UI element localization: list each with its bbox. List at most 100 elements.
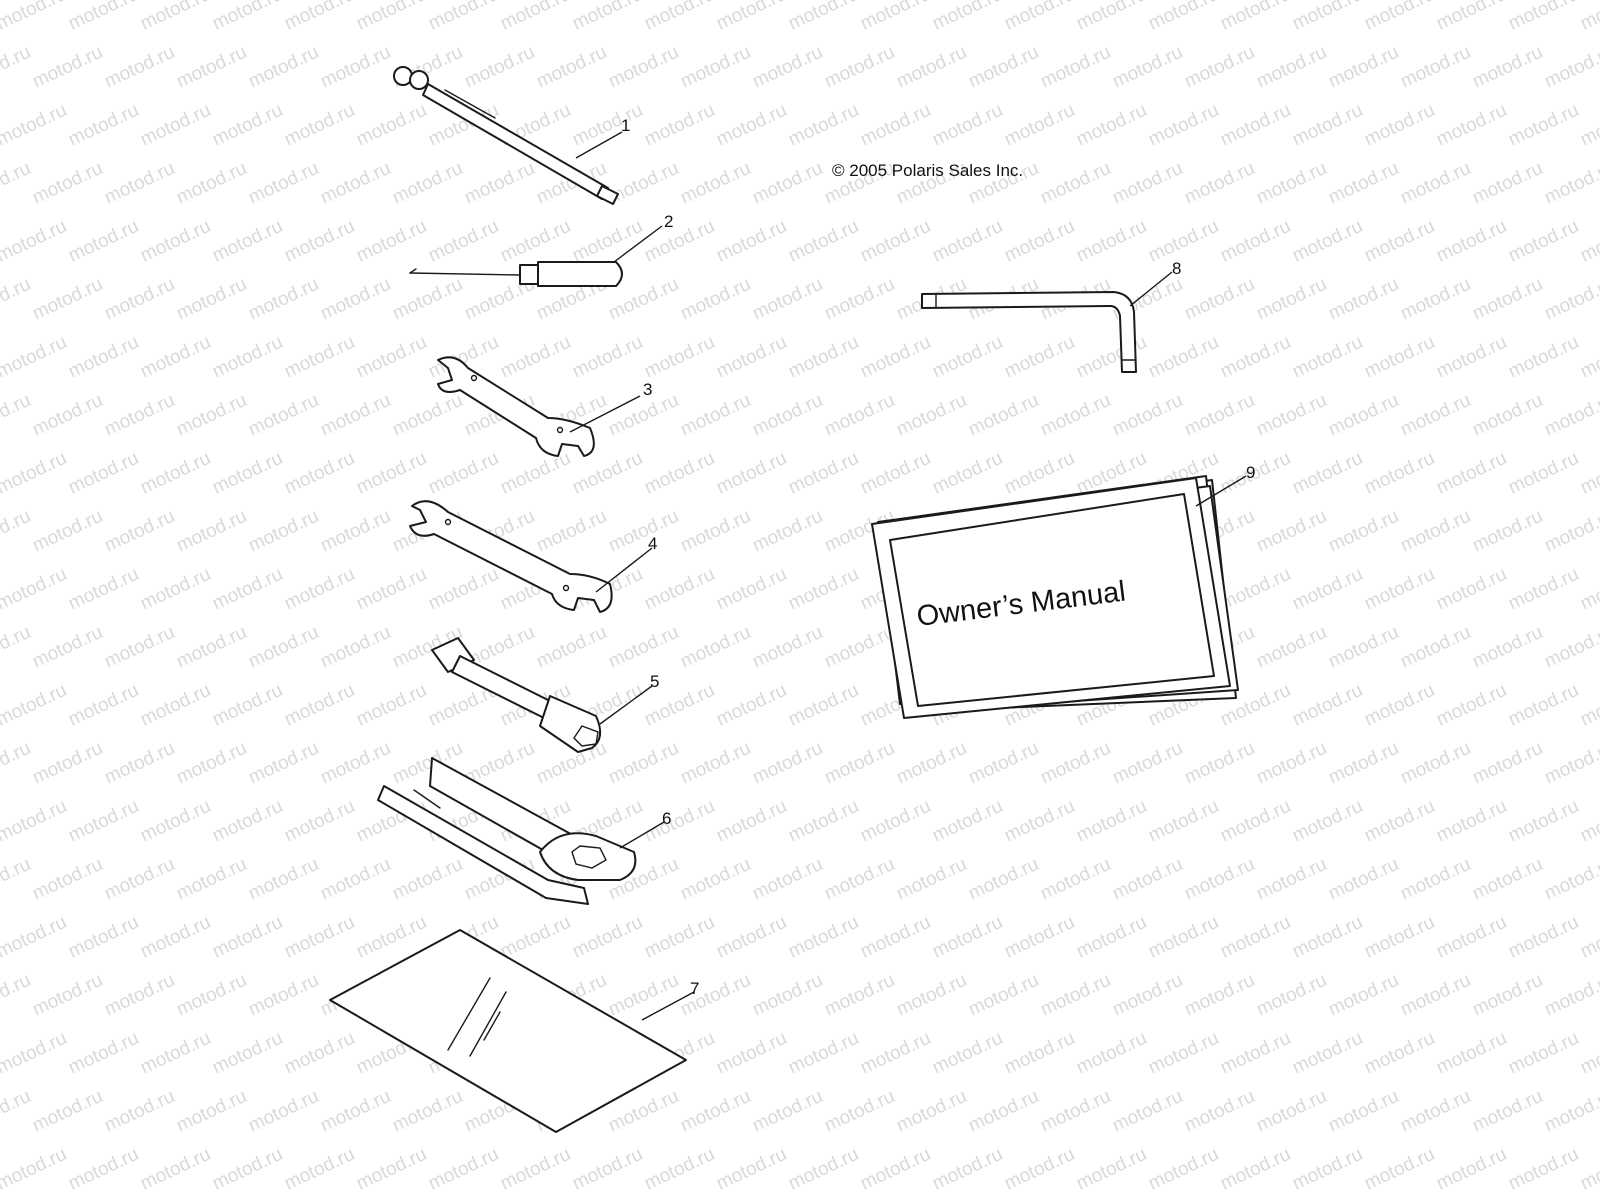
watermark-text: motod.ru	[713, 1028, 790, 1079]
watermark-text: motod.ru	[281, 680, 358, 731]
watermark-text: motod.ru	[1361, 0, 1438, 35]
watermark-text: motod.ru	[1073, 0, 1150, 35]
watermark-text: motod.ru	[749, 622, 826, 673]
watermark-text: motod.ru	[929, 216, 1006, 267]
watermark-text: motod.ru	[0, 854, 34, 905]
watermark-text: motod.ru	[1577, 1028, 1600, 1079]
watermark-text: motod.ru	[425, 216, 502, 267]
watermark-text: motod.ru	[1181, 1086, 1258, 1137]
leader-lines	[569, 131, 1247, 1021]
watermark-text: motod.ru	[425, 564, 502, 615]
watermark-text: motod.ru	[1325, 854, 1402, 905]
watermark-text: motod.ru	[1433, 216, 1510, 267]
watermark-text: motod.ru	[1469, 390, 1546, 441]
callout-5: 5	[650, 672, 659, 691]
watermark-text: motod.ru	[1181, 970, 1258, 1021]
watermark-text: motod.ru	[677, 738, 754, 789]
watermark-text: motod.ru	[929, 1144, 1006, 1195]
watermark-text: motod.ru	[1505, 680, 1582, 731]
watermark-text: motod.ru	[173, 622, 250, 673]
watermark-text: motod.ru	[605, 622, 682, 673]
watermark-text: motod.ru	[1181, 738, 1258, 789]
watermark-text: motod.ru	[1253, 506, 1330, 557]
watermark-text: motod.ru	[0, 1086, 34, 1137]
callout-labels: 1 2 3 4 5 6 7 8 9	[621, 116, 1255, 998]
watermark-text: motod.ru	[1577, 100, 1600, 151]
watermark-text: motod.ru	[1397, 506, 1474, 557]
watermark-text: motod.ru	[1145, 1028, 1222, 1079]
watermark-text: motod.ru	[1289, 216, 1366, 267]
watermark-text: motod.ru	[353, 332, 430, 383]
watermark-text: motod.ru	[317, 506, 394, 557]
watermark-text: motod.ru	[1145, 100, 1222, 151]
watermark-text: motod.ru	[1325, 622, 1402, 673]
watermark-text: motod.ru	[677, 158, 754, 209]
watermark-text: motod.ru	[857, 216, 934, 267]
watermark-text: motod.ru	[137, 796, 214, 847]
watermark-text: motod.ru	[209, 680, 286, 731]
watermark-text: motod.ru	[965, 42, 1042, 93]
watermark-text: motod.ru	[641, 796, 718, 847]
watermark-text: motod.ru	[857, 1144, 934, 1195]
watermark-text: motod.ru	[101, 274, 178, 325]
watermark-text: motod.ru	[1361, 564, 1438, 615]
watermark-text: motod.ru	[0, 390, 34, 441]
watermark-text: motod.ru	[1253, 42, 1330, 93]
watermark-text: motod.ru	[749, 1086, 826, 1137]
watermark-text: motod.ru	[1325, 390, 1402, 441]
watermark-text: motod.ru	[1145, 796, 1222, 847]
watermark-text: motod.ru	[137, 0, 214, 35]
watermark-text: motod.ru	[389, 158, 466, 209]
watermark-text: motod.ru	[1253, 274, 1330, 325]
watermark-text: motod.ru	[497, 448, 574, 499]
watermark-text: motod.ru	[713, 912, 790, 963]
watermark-text: motod.ru	[677, 42, 754, 93]
watermark-text: motod.ru	[677, 1086, 754, 1137]
watermark-text: motod.ru	[1325, 1086, 1402, 1137]
watermark-text: motod.ru	[821, 42, 898, 93]
watermark-text: motod.ru	[65, 912, 142, 963]
watermark-text: motod.ru	[1073, 332, 1150, 383]
watermark-text: motod.ru	[1073, 912, 1150, 963]
watermark-text: motod.ru	[569, 100, 646, 151]
copyright-text: © 2005 Polaris Sales Inc.	[832, 161, 1023, 180]
watermark-text: motod.ru	[1145, 332, 1222, 383]
watermark-text: motod.ru	[173, 158, 250, 209]
watermark-text: motod.ru	[29, 1086, 106, 1137]
watermark-text: motod.ru	[209, 332, 286, 383]
part-7-plastic-bag	[329, 929, 687, 1133]
watermark-text: motod.ru	[1037, 158, 1114, 209]
watermark-text: motod.ru	[245, 158, 322, 209]
watermark-text: motod.ru	[1397, 158, 1474, 209]
watermark-text: motod.ru	[1289, 564, 1366, 615]
watermark-text: motod.ru	[857, 0, 934, 35]
watermark-text: motod.ru	[821, 854, 898, 905]
part-6-tool-pouch	[377, 757, 637, 905]
watermark-text: motod.ru	[497, 1144, 574, 1195]
watermark-text: motod.ru	[893, 970, 970, 1021]
watermark-text: motod.ru	[1145, 1144, 1222, 1195]
watermark-text: motod.ru	[209, 100, 286, 151]
watermark-text: motod.ru	[893, 42, 970, 93]
watermark-text: motod.ru	[0, 100, 70, 151]
watermark-text: motod.ru	[173, 274, 250, 325]
watermark-text: motod.ru	[461, 42, 538, 93]
watermark-text: motod.ru	[1577, 216, 1600, 267]
watermark-text: motod.ru	[65, 100, 142, 151]
watermark-text: motod.ru	[821, 970, 898, 1021]
watermark-text: motod.ru	[749, 854, 826, 905]
watermark-text: motod.ru	[1577, 1144, 1600, 1195]
watermark-text: motod.ru	[1469, 1086, 1546, 1137]
watermark-text: motod.ru	[245, 506, 322, 557]
watermark-text: motod.ru	[0, 1028, 70, 1079]
watermark-text: motod.ru	[1541, 738, 1600, 789]
watermark-text: motod.ru	[1505, 1028, 1582, 1079]
watermark-text: motod.ru	[1001, 332, 1078, 383]
watermark-text: motod.ru	[605, 158, 682, 209]
watermark-text: motod.ru	[1541, 158, 1600, 209]
watermark-text: motod.ru	[785, 100, 862, 151]
watermark-text: motod.ru	[389, 274, 466, 325]
watermark-text: motod.ru	[641, 912, 718, 963]
watermark-text: motod.ru	[0, 274, 34, 325]
watermark-text: motod.ru	[929, 796, 1006, 847]
